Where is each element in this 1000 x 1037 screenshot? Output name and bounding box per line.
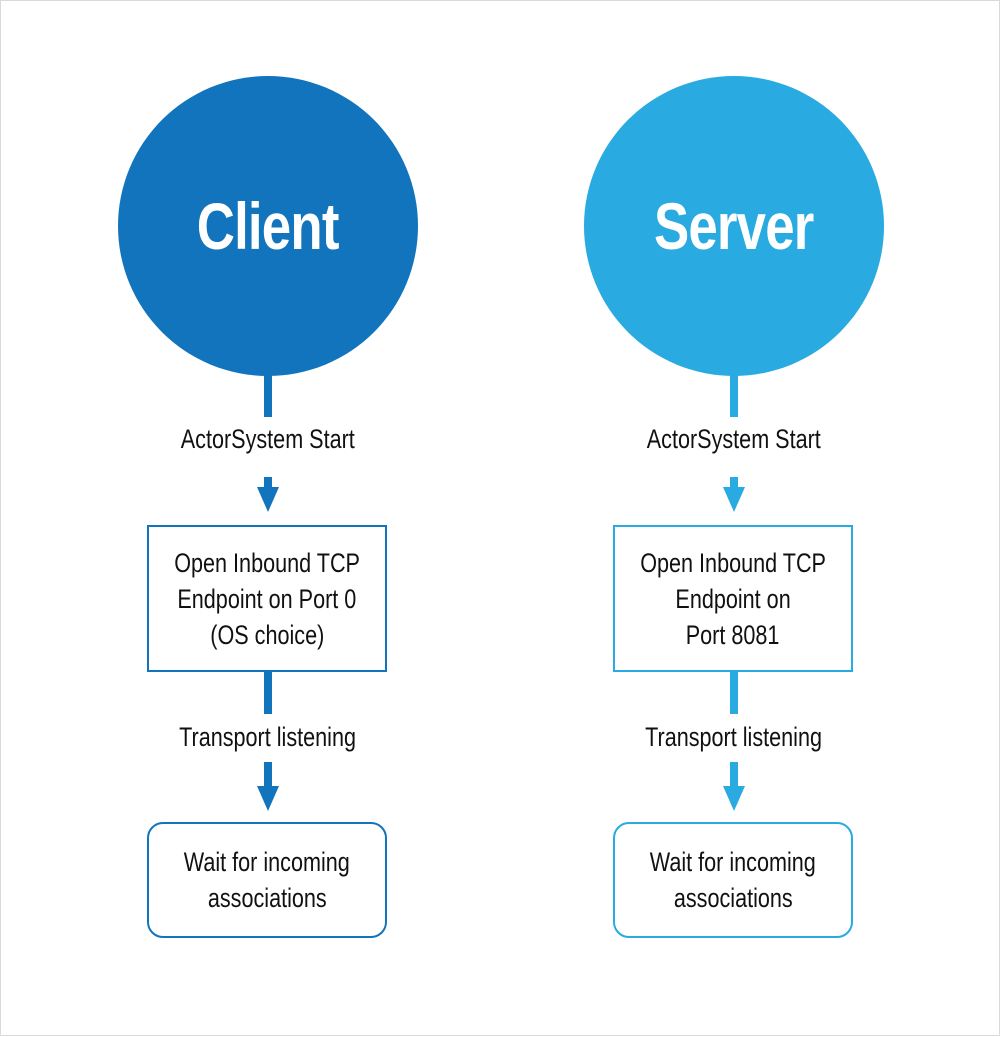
server-box2-line: Wait for incoming <box>649 847 817 877</box>
server-connector-2 <box>730 672 738 714</box>
client-connector-2 <box>264 672 272 714</box>
client-arrow-down-icon <box>257 786 279 811</box>
server-box1-line: Port 8081 <box>686 619 780 650</box>
server-node: Server <box>584 76 884 376</box>
server-open-endpoint-box: Open Inbound TCP Endpoint on Port 8081 <box>613 525 853 672</box>
client-box2-line: associations <box>207 883 327 913</box>
client-open-endpoint-box: Open Inbound TCP Endpoint on Port 0 (OS … <box>147 525 387 672</box>
client-box1-line: (OS choice) <box>209 619 325 650</box>
client-box1-line: Open Inbound TCP <box>174 547 360 578</box>
server-box1-line: Open Inbound TCP <box>640 547 826 578</box>
client-box2-line: Wait for incoming <box>183 847 351 877</box>
client-arrow-shaft-1 <box>264 477 272 487</box>
client-wait-box: Wait for incoming associations <box>147 822 387 938</box>
client-step-label-transport: Transport listening <box>179 722 357 752</box>
client-arrow-shaft-2 <box>264 762 272 786</box>
client-connector-1 <box>264 375 272 417</box>
server-step-label-transport: Transport listening <box>645 722 823 752</box>
server-box1-line: Endpoint on <box>675 583 791 614</box>
server-column: Server ActorSystem Start Open Inbound TC… <box>584 1 884 1037</box>
client-arrow-down-icon <box>257 487 279 512</box>
client-box1-line: Endpoint on Port 0 <box>177 583 357 614</box>
server-arrow-down-icon <box>723 786 745 811</box>
server-box2-line: associations <box>673 883 793 913</box>
server-title: Server <box>654 189 814 263</box>
server-wait-box: Wait for incoming associations <box>613 822 853 938</box>
server-arrow-shaft-2 <box>730 762 738 786</box>
client-column: Client ActorSystem Start Open Inbound TC… <box>118 1 418 1037</box>
server-arrow-shaft-1 <box>730 477 738 487</box>
server-connector-1 <box>730 375 738 417</box>
server-step-label-actorsystem: ActorSystem Start <box>646 424 822 454</box>
client-node: Client <box>118 76 418 376</box>
client-title: Client <box>197 189 340 263</box>
client-step-label-actorsystem: ActorSystem Start <box>180 424 356 454</box>
server-arrow-down-icon <box>723 487 745 512</box>
